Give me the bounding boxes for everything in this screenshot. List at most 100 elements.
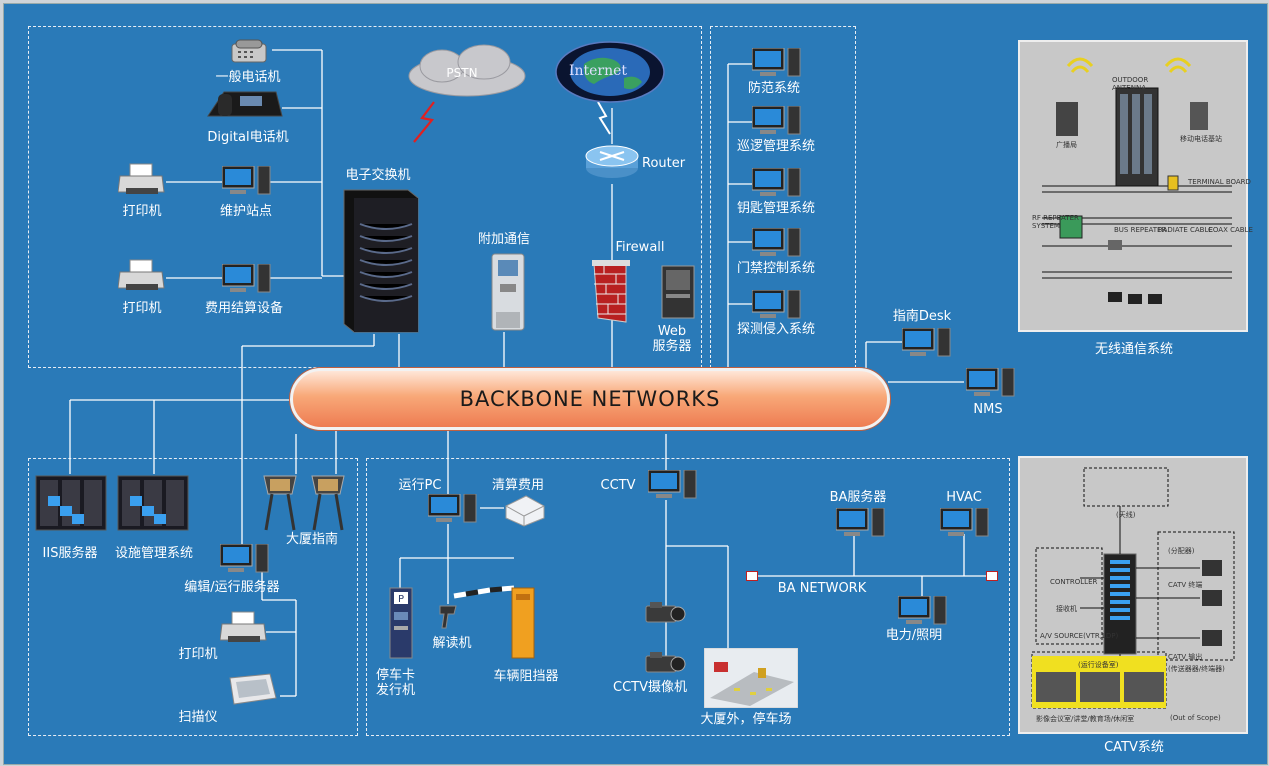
printer3-label: 打印机: [178, 647, 218, 662]
server-rack-icon: [117, 475, 189, 531]
catv-controller: CONTROLLER: [1050, 578, 1098, 586]
cctv-label: CCTV: [600, 478, 636, 493]
ba-network-end-right: [986, 571, 998, 581]
intrusion-label: 探测侵入系统: [736, 322, 816, 337]
catv-av: A/V SOURCE(VTR,LDP): [1040, 632, 1119, 640]
key-system-label: 钥匙管理系统: [736, 201, 816, 216]
reader-label: 解读机: [432, 636, 472, 651]
computer-icon: [222, 264, 271, 293]
power-light-label: 电力/照明: [885, 628, 943, 643]
settle-fee-label: 清算费用: [491, 478, 545, 493]
backbone-label: BACKBONE NETWORKS: [459, 387, 721, 411]
run-pc-label: 运行PC: [398, 478, 442, 493]
computer-icon: [902, 328, 951, 357]
barrier-gate-icon: [453, 585, 535, 659]
billing-device-label: 费用结算设备: [204, 301, 284, 316]
computer-icon: [752, 168, 801, 197]
security-zone: [710, 26, 856, 368]
computer-icon: [752, 290, 801, 319]
server-rack-icon: [35, 475, 107, 531]
touch-kiosk-icon: [263, 475, 297, 531]
parking-lot-label: 大厦外，停车场: [700, 712, 792, 727]
guide-desk-label: 指南Desk: [892, 309, 952, 324]
router-label: Router: [642, 156, 686, 171]
extra-comm-label: 附加通信: [477, 232, 531, 247]
printer2-label: 打印机: [122, 301, 162, 316]
building-info-zone: [28, 458, 358, 736]
catv-rooms: 影像会议室/讲堂/教育场/休闲室: [1036, 715, 1135, 723]
pbx-label: 电子交换机: [345, 168, 411, 183]
computer-icon: [220, 544, 269, 573]
parking-ba-zone: [366, 458, 1010, 736]
barcode-reader-icon: [439, 605, 457, 629]
internet-label: Internet: [568, 63, 628, 79]
nms-label: NMS: [973, 402, 1003, 417]
catv-panel: (天线) CONTROLLER 接收机 A/V SOURCE(VTR,LDP) …: [1018, 456, 1248, 734]
parking-lot-image: [704, 648, 798, 708]
wp-mobile: 移动电话基站: [1180, 135, 1222, 143]
firewall-icon: [592, 260, 630, 323]
computer-icon: [836, 508, 885, 537]
backbone-network: BACKBONE NETWORKS: [290, 368, 890, 430]
printer-icon: [118, 259, 165, 290]
computer-icon: [752, 48, 801, 77]
catv-room: (运行设备室): [1078, 661, 1119, 669]
maint-station-label: 维护站点: [219, 204, 273, 219]
ticket-machine-icon: P: [389, 587, 413, 659]
printer1-label: 打印机: [122, 204, 162, 219]
printer-icon: [118, 163, 165, 194]
pstn-cloud-icon: [408, 44, 526, 97]
telephony-zone: [28, 26, 702, 368]
touch-kiosk-icon: [311, 475, 345, 531]
catv-schematic: [1031, 467, 1235, 709]
firewall-label: Firewall: [615, 240, 665, 255]
patrol-system-label: 巡逻管理系统: [736, 139, 816, 154]
computer-icon: [752, 228, 801, 257]
wp-repeater: RF REPEATER SYSTEM: [1032, 214, 1079, 230]
computer-icon: [940, 508, 989, 537]
video-camera-icon: [645, 602, 686, 623]
digital-phone-label: Digital电话机: [207, 130, 289, 145]
wires: [69, 49, 992, 697]
digital-phone-icon: [207, 91, 283, 117]
parking-card-label: 停车卡 发行机: [376, 668, 416, 698]
computer-icon: [898, 596, 947, 625]
computer-icon: [752, 106, 801, 135]
wireless-label: 无线通信系统: [1094, 342, 1174, 357]
svg-text:P: P: [398, 594, 404, 605]
printer-icon: [220, 611, 267, 642]
catv-receiver: 接收机: [1056, 605, 1077, 613]
catv-out: CATV 输出: [1168, 653, 1203, 661]
computer-icon: [428, 494, 477, 523]
ba-network-end-left: [746, 571, 758, 581]
catv-outscope: (Out of Scope): [1170, 714, 1221, 722]
wp-coax: COAX CABLE: [1208, 226, 1253, 234]
catv-label: CATV系统: [1104, 740, 1164, 755]
web-server-icon: [661, 265, 695, 319]
web-server-label: Web 服务器: [652, 324, 692, 354]
kiosk-icon: [491, 253, 525, 331]
facility-mgmt-label: 设施管理系统: [114, 546, 194, 561]
hvac-label: HVAC: [946, 490, 982, 505]
catv-antenna: (天线): [1116, 511, 1136, 519]
catv-group: (传送器器/终端器): [1168, 665, 1225, 673]
network-diagram: PSTN Internet 一般电话机 Digital电话机 打印机 维护站点: [3, 3, 1268, 765]
scanner-icon: [229, 673, 277, 705]
security-system-label: 防范系统: [747, 81, 801, 96]
pbx-server-icon: [343, 189, 419, 333]
computer-icon: [222, 166, 271, 195]
wp-radiate: RADIATE CABLE: [1158, 226, 1213, 234]
edit-server-label: 编辑/运行服务器: [184, 580, 280, 595]
wireless-schematic: [1042, 57, 1232, 304]
ba-network-label: BA NETWORK: [777, 581, 867, 596]
phone-label: 一般电话机: [215, 70, 281, 85]
internet-globe-icon: [555, 41, 665, 103]
barrier-label: 车辆阻挡器: [493, 669, 559, 684]
building-guide-label: 大厦指南: [285, 532, 339, 547]
wireless-panel: RF REPEATER SYSTEM BUS REPEATER RADIATE …: [1018, 40, 1253, 332]
wp-antenna: OUTDOOR ANTENNA: [1112, 76, 1149, 92]
iis-server-label: IIS服务器: [42, 546, 98, 561]
scanner-label: 扫描仪: [178, 710, 218, 725]
pstn-label: PSTN: [446, 66, 478, 80]
catv-distributor: (分配器): [1168, 547, 1195, 555]
